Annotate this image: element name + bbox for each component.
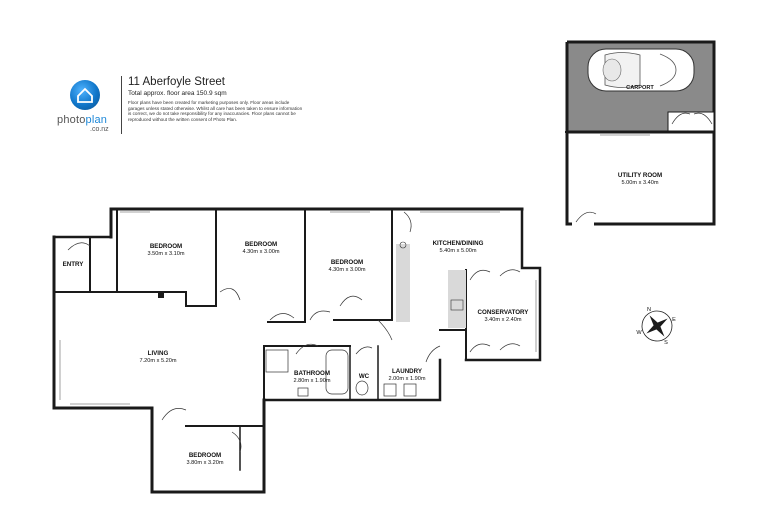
entry-label: ENTRY <box>63 261 85 268</box>
bed4-label: BEDROOM <box>189 452 221 459</box>
bed3-label: BEDROOM <box>331 259 363 266</box>
house-walls <box>52 207 542 494</box>
wc-label: WC <box>359 373 370 380</box>
house-logo-icon <box>70 80 100 110</box>
cooktop-icon <box>399 241 407 249</box>
laundry-label: LAUNDRY <box>392 368 423 375</box>
fixtures <box>158 241 466 397</box>
compass-n: N <box>647 307 651 313</box>
conservatory-label: CONSERVATORY <box>478 309 530 316</box>
carport-label: CARPORT <box>626 85 654 91</box>
bed2-label: BEDROOM <box>245 241 277 248</box>
logo-suffix: .co.nz <box>90 126 109 133</box>
compass-w: W <box>636 330 642 336</box>
washer-icon <box>383 383 397 397</box>
toilet-icon <box>355 380 369 396</box>
bath-icon <box>325 349 349 395</box>
kitchen-dims: 5.40m x 5.00m <box>440 248 477 254</box>
logo-wordmark: photoplan <box>57 114 108 126</box>
property-address: 11 Aberfoyle Street <box>128 76 225 88</box>
bathroom-label: BATHROOM <box>294 370 330 377</box>
door-swings <box>67 211 521 453</box>
bed4-dims: 3.80m x 3.20m <box>187 460 224 466</box>
utility-label: UTILITY ROOM <box>618 172 662 179</box>
compass-rose-icon <box>641 310 673 342</box>
sink-icon <box>450 299 464 311</box>
fireplace-icon <box>158 292 164 298</box>
header-divider <box>121 76 122 134</box>
shower-icon <box>265 349 289 373</box>
disclaimer: Floor plans have been created for market… <box>128 100 303 122</box>
compass-s: S <box>664 340 668 346</box>
car-icon <box>587 48 695 92</box>
living-dims: 7.20m x 5.20m <box>140 358 177 364</box>
bathroom-dims: 2.80m x 1.90m <box>294 378 331 384</box>
bed1-label: BEDROOM <box>150 243 182 250</box>
tub-icon <box>403 383 417 397</box>
compass-e: E <box>672 317 676 323</box>
laundry-dims: 2.00m x 1.90m <box>389 376 426 382</box>
kitchen-bench <box>448 270 466 328</box>
basin-icon <box>297 387 309 397</box>
floor-area: Total approx. floor area 150.9 sqm <box>128 90 227 97</box>
conservatory-dims: 3.40m x 2.40m <box>485 317 522 323</box>
windows <box>59 134 650 405</box>
kitchen-counter <box>396 244 410 322</box>
header: photoplan .co.nz 11 Aberfoyle Street Tot… <box>56 74 306 144</box>
living-label: LIVING <box>148 350 169 357</box>
bed3-dims: 4.30m x 3.00m <box>329 267 366 273</box>
bed2-dims: 4.30m x 3.00m <box>243 249 280 255</box>
kitchen-label: KITCHEN/DINING <box>433 240 484 247</box>
bed1-dims: 3.50m x 3.10m <box>148 251 185 257</box>
utility-dims: 5.00m x 3.40m <box>622 180 659 186</box>
outbuilding <box>565 40 716 226</box>
